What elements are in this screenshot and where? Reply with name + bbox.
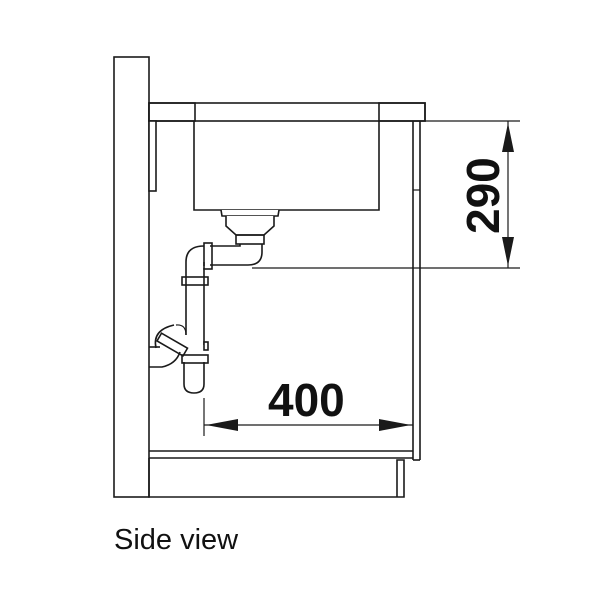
wall — [113, 56, 150, 498]
plinth — [148, 450, 413, 498]
countertop — [148, 102, 426, 122]
diagram-caption: Side view — [114, 524, 239, 556]
sink-bowl — [193, 121, 380, 211]
dimension-width: 400 — [204, 374, 413, 431]
cabinet-left-panel — [148, 120, 157, 192]
trap-siphon — [149, 242, 263, 436]
drain-strainer — [220, 209, 280, 245]
width-dimension-label: 400 — [268, 374, 345, 426]
cabinet-right-side — [412, 121, 421, 461]
dimension-height: 290 — [252, 120, 520, 269]
height-dimension-label: 290 — [457, 157, 509, 234]
